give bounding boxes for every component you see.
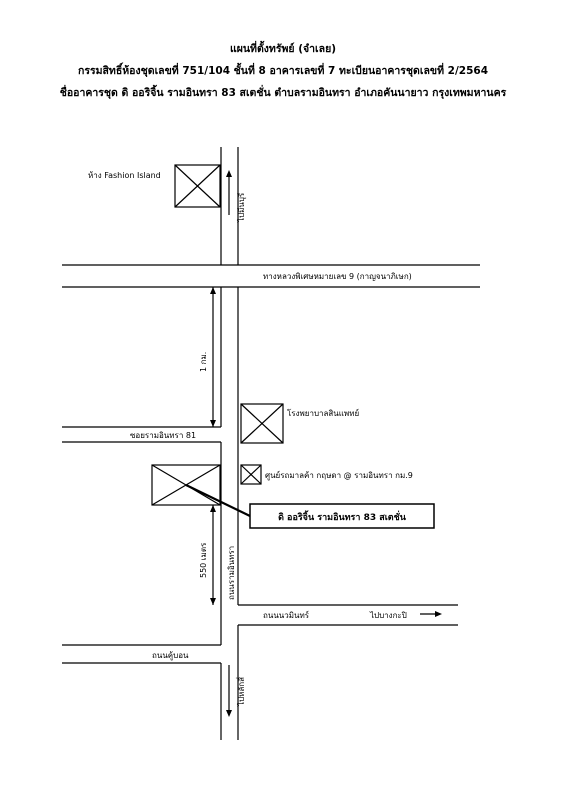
nawamin-road-label: ถนนนวมินทร์ (263, 610, 310, 620)
highway-label: ทางหลวงพิเศษหมายเลข 9 (กาญจนาภิเษก) (263, 272, 412, 281)
market-marker (240, 464, 262, 485)
arrow-right-icon (435, 611, 442, 617)
property-callout-label: ดิ ออริจิ้น รามอินทรา 83 สเตชั่น (278, 510, 407, 523)
to-minburi-label: ไปมีนบุรี (237, 192, 246, 223)
arrow-up-icon (210, 505, 216, 512)
to-bangkapi-label: ไปบางกะปิ (369, 611, 407, 620)
arrow-up-icon (226, 170, 232, 177)
distance-1km-label: 1 กม. (199, 352, 208, 372)
mall-label: ห้าง Fashion Island (88, 171, 161, 180)
map-subtitle-location: ชื่ออาคารชุด ดิ ออริจิ้น รามอินทรา 83 สเ… (59, 87, 507, 99)
market-label: ศูนย์รถมาลค้า กฤษดา @ รามอินทรา กม.9 (265, 470, 413, 481)
property-callout-box (249, 503, 435, 529)
distance-550m-label: 550 เมตร (199, 542, 208, 578)
arrow-down-icon (226, 710, 232, 717)
mall-marker (174, 164, 221, 208)
property-leader-line (185, 484, 251, 517)
ramintra-road-label: ถนนรามอินทรา (227, 546, 236, 600)
to-laksi-label: ไปหลักสี่ (235, 677, 246, 707)
hospital-marker (240, 403, 284, 444)
map-title: แผนที่ตั้งทรัพย์ (จำเลย) (229, 43, 337, 55)
khubon-road-label: ถนนคู้บอน (152, 651, 189, 661)
hospital-label: โรงพยาบาลสินแพทย์ (287, 408, 359, 418)
map-subtitle-ownership: กรรมสิทธิ์ห้องชุดเลขที่ 751/104 ชั้นที่ … (77, 65, 489, 77)
arrow-up-icon (210, 287, 216, 294)
arrow-down-icon (210, 598, 216, 605)
soi-label: ซอยรามอินทรา 81 (130, 431, 196, 440)
arrow-down-icon (210, 420, 216, 427)
